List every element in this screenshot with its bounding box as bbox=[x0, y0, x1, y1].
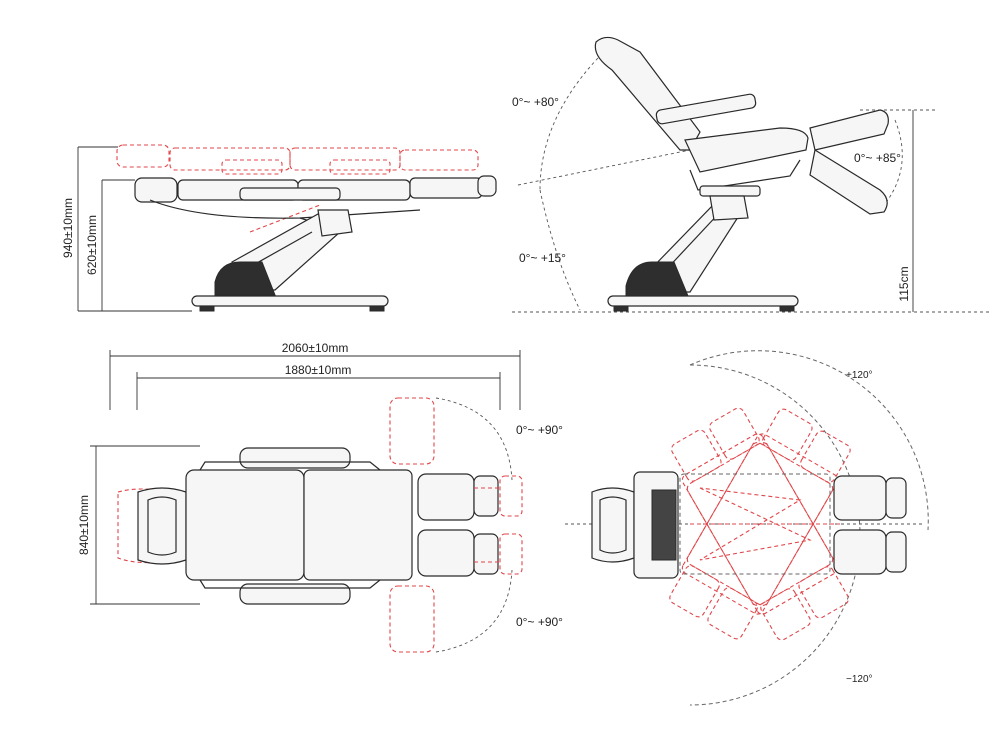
width-label: 840±10mm bbox=[77, 495, 91, 555]
rotation-view: +120° −120° bbox=[565, 350, 929, 706]
rotated-positions bbox=[669, 407, 851, 641]
side-view-reclined: 0°~ +80° 0°~ +15° 0°~ +85° 115cm bbox=[512, 36, 990, 313]
top-view: 2060±10mm 1880±10mm 840±10mm 0°~ +90° bbox=[77, 341, 563, 653]
leg-angle-label: 0°~ +85° bbox=[854, 151, 901, 165]
length-body-label: 1880±10mm bbox=[285, 363, 352, 377]
seat-angle-label: 0°~ +15° bbox=[519, 251, 566, 265]
back-angle-label: 0°~ +80° bbox=[512, 95, 559, 109]
height-seat-label: 620±10mm bbox=[85, 215, 99, 275]
height-cm-label: 115cm bbox=[897, 266, 911, 301]
leg-split-top-label: 0°~ +90° bbox=[516, 423, 563, 437]
leg-split-bottom-label: 0°~ +90° bbox=[516, 615, 563, 629]
chair-reclined bbox=[594, 36, 889, 312]
height-dimensions: 940±10mm 620±10mm bbox=[61, 146, 192, 312]
height-total-label: 940±10mm bbox=[61, 198, 75, 258]
rotate-neg-label: −120° bbox=[846, 674, 873, 685]
side-view-flat: 940±10mm 620±10mm bbox=[61, 144, 497, 312]
chair-flat bbox=[134, 175, 497, 312]
length-total-label: 2060±10mm bbox=[282, 341, 349, 355]
rotate-pos-label: +120° bbox=[846, 370, 873, 381]
chair-top-centered bbox=[591, 471, 907, 579]
